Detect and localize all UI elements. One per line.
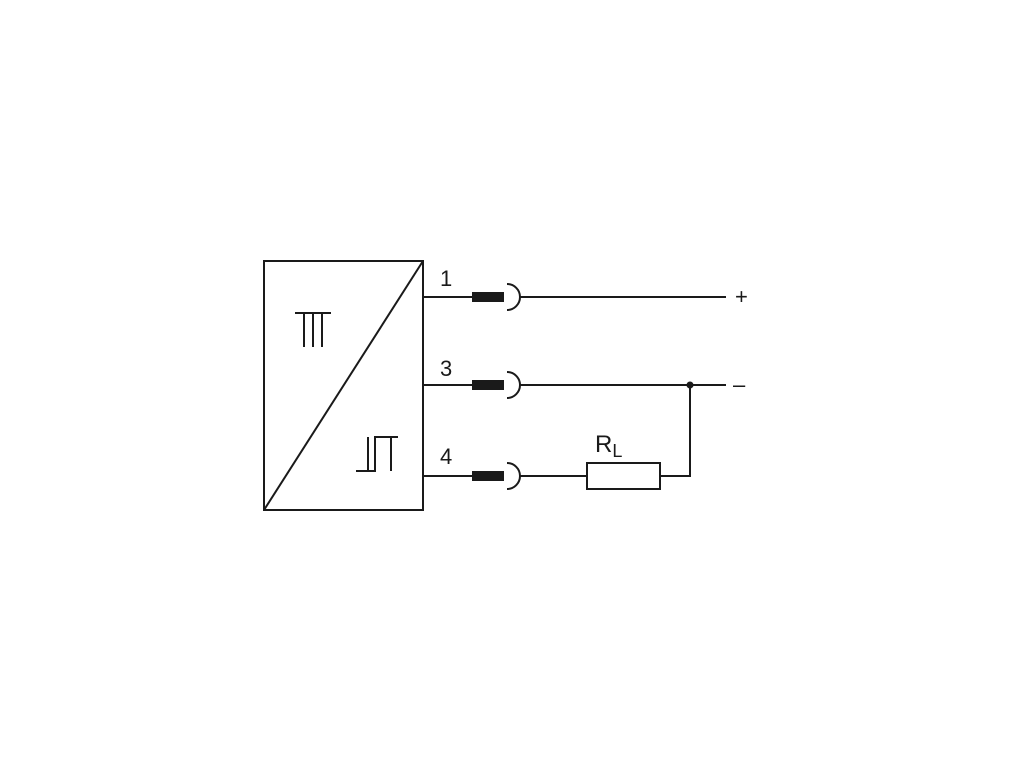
resistor-symbol: R	[595, 431, 612, 458]
socket-pin-3	[506, 371, 521, 399]
socket-pin-1	[506, 283, 521, 311]
switching-output-icon	[356, 436, 398, 472]
pin-1-number: 1	[440, 266, 452, 291]
connector-pin-3	[472, 380, 504, 390]
converter-block	[263, 260, 424, 511]
connector-pin-4	[472, 471, 504, 481]
connector-pin-1	[472, 292, 504, 302]
pin-3-polarity: –	[733, 372, 746, 397]
resistor-return-wire	[660, 385, 691, 477]
pin-1-line: 1 +	[423, 266, 748, 311]
pin-1-polarity: +	[735, 284, 748, 309]
block-diagonal	[263, 260, 424, 511]
pin-3-number: 3	[440, 356, 452, 381]
pin-4-number: 4	[440, 444, 452, 469]
pressure-icon	[295, 312, 331, 347]
load-resistor: RL	[586, 385, 691, 490]
resistor-label: RL	[595, 431, 622, 461]
resistor-body	[586, 462, 661, 490]
pin-4-line: 4	[423, 444, 587, 490]
pin-3-line: 3 –	[423, 356, 746, 399]
resistor-subscript: L	[612, 441, 622, 461]
socket-pin-4	[506, 462, 521, 490]
